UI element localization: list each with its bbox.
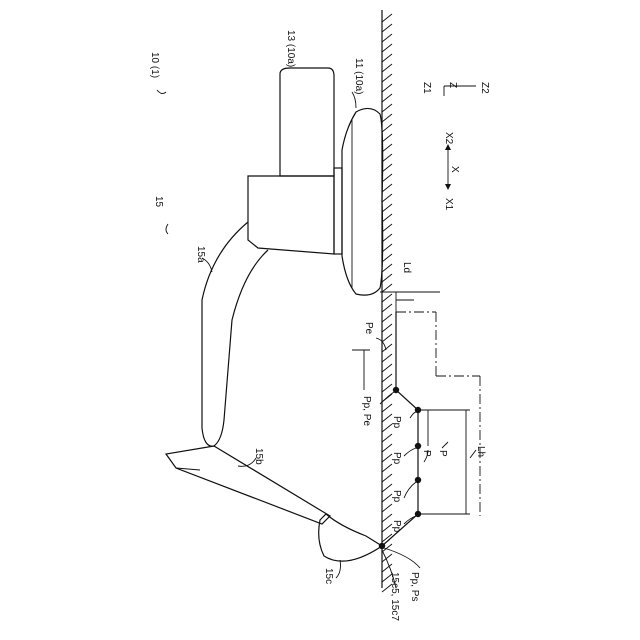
bucket [319,514,382,561]
label-pp: Pp [391,520,402,533]
trajectory [382,312,480,546]
hatch-line [382,54,392,62]
hatch-line [382,164,392,172]
label-p: P [437,450,448,457]
hatch-line [382,504,392,512]
hatch-line [382,444,392,452]
label-pe: Pe [363,322,374,335]
hatch-line [382,114,392,122]
label-pp-ps: Pp, Ps [409,572,420,601]
upper-swing-body [248,68,342,254]
hatch-line [382,254,392,262]
hatch-line [382,84,392,92]
ground-hatching [382,14,392,592]
hatch-line [382,204,392,212]
hatch-line [382,44,392,52]
hatch-line [382,194,392,202]
label-p-small: P [421,450,432,457]
lower-travel-body [342,108,383,295]
hatch-line [382,264,392,272]
boom [202,222,268,446]
hatch-line [382,94,392,102]
hatch-line [382,64,392,72]
label-upper-body: 13 (10a) [285,30,296,67]
hatch-line [382,334,392,342]
hatch-line [382,464,392,472]
label-pp: Pp [391,416,402,429]
hatch-line [382,154,392,162]
hatch-line [382,244,392,252]
hatch-line [382,34,392,42]
hatch-line [382,374,392,382]
hatch-line [382,454,392,462]
label-boom: 15a [195,246,206,263]
hatch-line [382,284,392,292]
hatch-line [382,134,392,142]
label-machine: 10 (1) [149,52,160,78]
hatch-line [382,524,392,532]
hatch-line [382,274,392,282]
hatch-line [382,234,392,242]
hatch-line [382,484,392,492]
hatch-line [382,24,392,32]
hatch-line [382,74,392,82]
hatch-line [382,364,392,372]
hatch-line [382,124,392,132]
leaders [157,90,476,588]
hatch-line [382,354,392,362]
label-z2: Z2 [479,82,490,94]
label-x2: X2 [443,132,454,145]
hatch-line [382,314,392,322]
hatch-line [382,324,392,332]
hatch-line [382,294,392,302]
arm [166,446,330,524]
label-lh: Lh [475,446,486,457]
hatch-line [382,344,392,352]
hatch-line [382,434,392,442]
label-ld: Ld [401,262,412,273]
label-z1: Z1 [421,82,432,94]
label-z: Z [447,82,458,88]
hatch-line [382,424,392,432]
hatch-line [382,224,392,232]
ground [382,10,392,592]
label-pp: Pp [391,490,402,503]
hatch-line [382,104,392,112]
hatch-line [382,514,392,522]
label-x: X [449,166,460,173]
label-pp-pe: Pp, Pe [361,396,372,426]
label-front: 15 [153,196,164,208]
hatch-line [382,304,392,312]
hatch-line [382,494,392,502]
hatch-line [382,184,392,192]
label-tip: 15c5, 15c7 [389,572,400,621]
hatch-line [382,474,392,482]
hatch-line [382,144,392,152]
hatch-line [382,414,392,422]
hatch-line [382,14,392,22]
hatch-line [382,384,392,392]
label-arm: 15b [253,448,264,465]
label-x1: X1 [443,198,454,211]
labels: 10 (1) 13 (10a) 11 (10a) 15 15a 15b 15c … [149,30,490,621]
hatch-line [382,214,392,222]
label-lower-body: 11 (10a) [353,58,364,95]
label-bucket: 15c [323,568,334,584]
hatch-line [382,174,392,182]
hatch-line [382,404,392,412]
label-pp: Pp [391,452,402,465]
